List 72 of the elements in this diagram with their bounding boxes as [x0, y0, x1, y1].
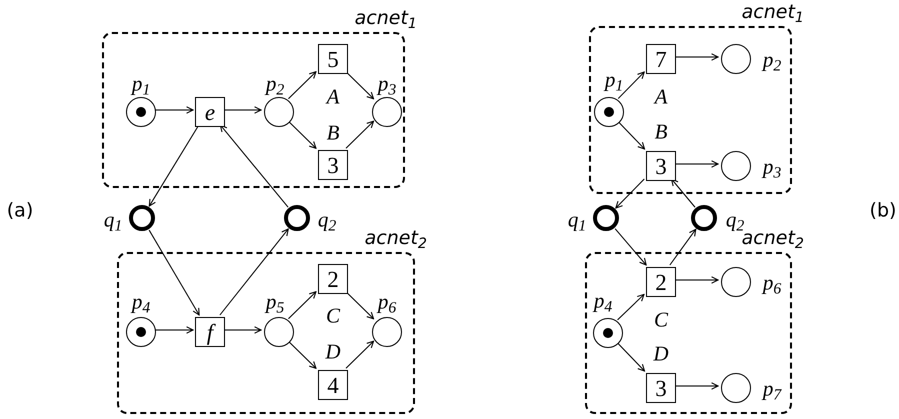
place-label: q$_{1}$ — [568, 210, 586, 230]
arrow — [346, 340, 374, 369]
arrow — [219, 228, 289, 316]
arrow — [616, 342, 646, 372]
panel-label: (a) — [6, 202, 34, 220]
transition-label: 5 — [327, 48, 339, 70]
place-label: B — [654, 122, 668, 142]
place-label: q$_{1}$ — [104, 210, 122, 230]
transition-box — [195, 317, 225, 347]
transition-label: 4 — [327, 374, 339, 396]
place-label: D — [325, 342, 341, 362]
arrow — [154, 106, 194, 114]
arrow — [220, 124, 289, 208]
arrow — [346, 120, 374, 149]
place-label: q$_{2}$ — [726, 210, 744, 230]
arrow — [346, 71, 374, 100]
arrow — [288, 291, 317, 320]
transition-box — [318, 150, 348, 180]
place-label: p$_{1}$ — [604, 70, 624, 90]
place-label: p$_{4}$ — [132, 292, 150, 312]
transition-box — [195, 97, 225, 127]
place-label: p$_{1}$ — [132, 74, 150, 94]
panel-label: (b) — [870, 202, 896, 220]
place-label: p$_{5}$ — [266, 292, 284, 312]
arrow — [618, 121, 646, 150]
arrow — [615, 178, 645, 209]
transition-label: 2 — [655, 270, 667, 294]
arrow — [346, 291, 374, 320]
place-label: C — [654, 310, 668, 330]
transition-label: 3 — [655, 154, 667, 178]
transition-box — [318, 44, 348, 74]
transition-box — [646, 151, 676, 181]
place-label: B — [326, 122, 340, 144]
arrow — [614, 228, 647, 266]
place-label: p$_{2}$ — [266, 74, 284, 94]
place-label: C — [326, 306, 340, 326]
arrow — [154, 326, 194, 334]
arrow — [148, 230, 200, 316]
transition-label: 3 — [655, 376, 667, 400]
place-label: p$_{3}$ — [762, 156, 782, 178]
transition-box — [646, 267, 676, 297]
place-label: D — [653, 344, 669, 364]
arrow — [670, 178, 696, 208]
place-label: A — [654, 86, 668, 108]
transition-box — [646, 44, 676, 74]
transition-label: f — [206, 320, 214, 344]
place-label: p$_{4}$ — [594, 290, 612, 312]
place-label: p$_{6}$ — [762, 272, 782, 294]
transition-label: e — [204, 100, 216, 124]
arrow — [669, 228, 696, 266]
transition-box — [646, 373, 676, 403]
place-label: p$_{2}$ — [762, 50, 782, 70]
net-heading: acnet$_{1}$ — [742, 3, 804, 22]
transition-label: 2 — [327, 268, 339, 290]
place-label: p$_{3}$ — [378, 74, 396, 94]
place-label: A — [326, 86, 340, 108]
net-heading: acnet$_{2}$ — [742, 229, 804, 248]
arrow — [148, 124, 200, 207]
net-heading: acnet$_{1}$ — [354, 9, 417, 28]
transition-label: 7 — [655, 48, 667, 70]
place-label: p$_{7}$ — [762, 378, 782, 400]
net-heading: acnet$_{2}$ — [364, 229, 427, 248]
arrow — [617, 294, 645, 320]
arrow — [288, 120, 317, 149]
place-label: p$_{6}$ — [378, 292, 396, 312]
arrow — [288, 340, 317, 369]
transition-box — [318, 264, 348, 294]
arrow — [288, 71, 317, 100]
arrow — [618, 71, 645, 100]
place-label: q$_{2}$ — [318, 210, 336, 230]
transition-label: 3 — [327, 154, 339, 176]
transition-box — [318, 370, 348, 400]
